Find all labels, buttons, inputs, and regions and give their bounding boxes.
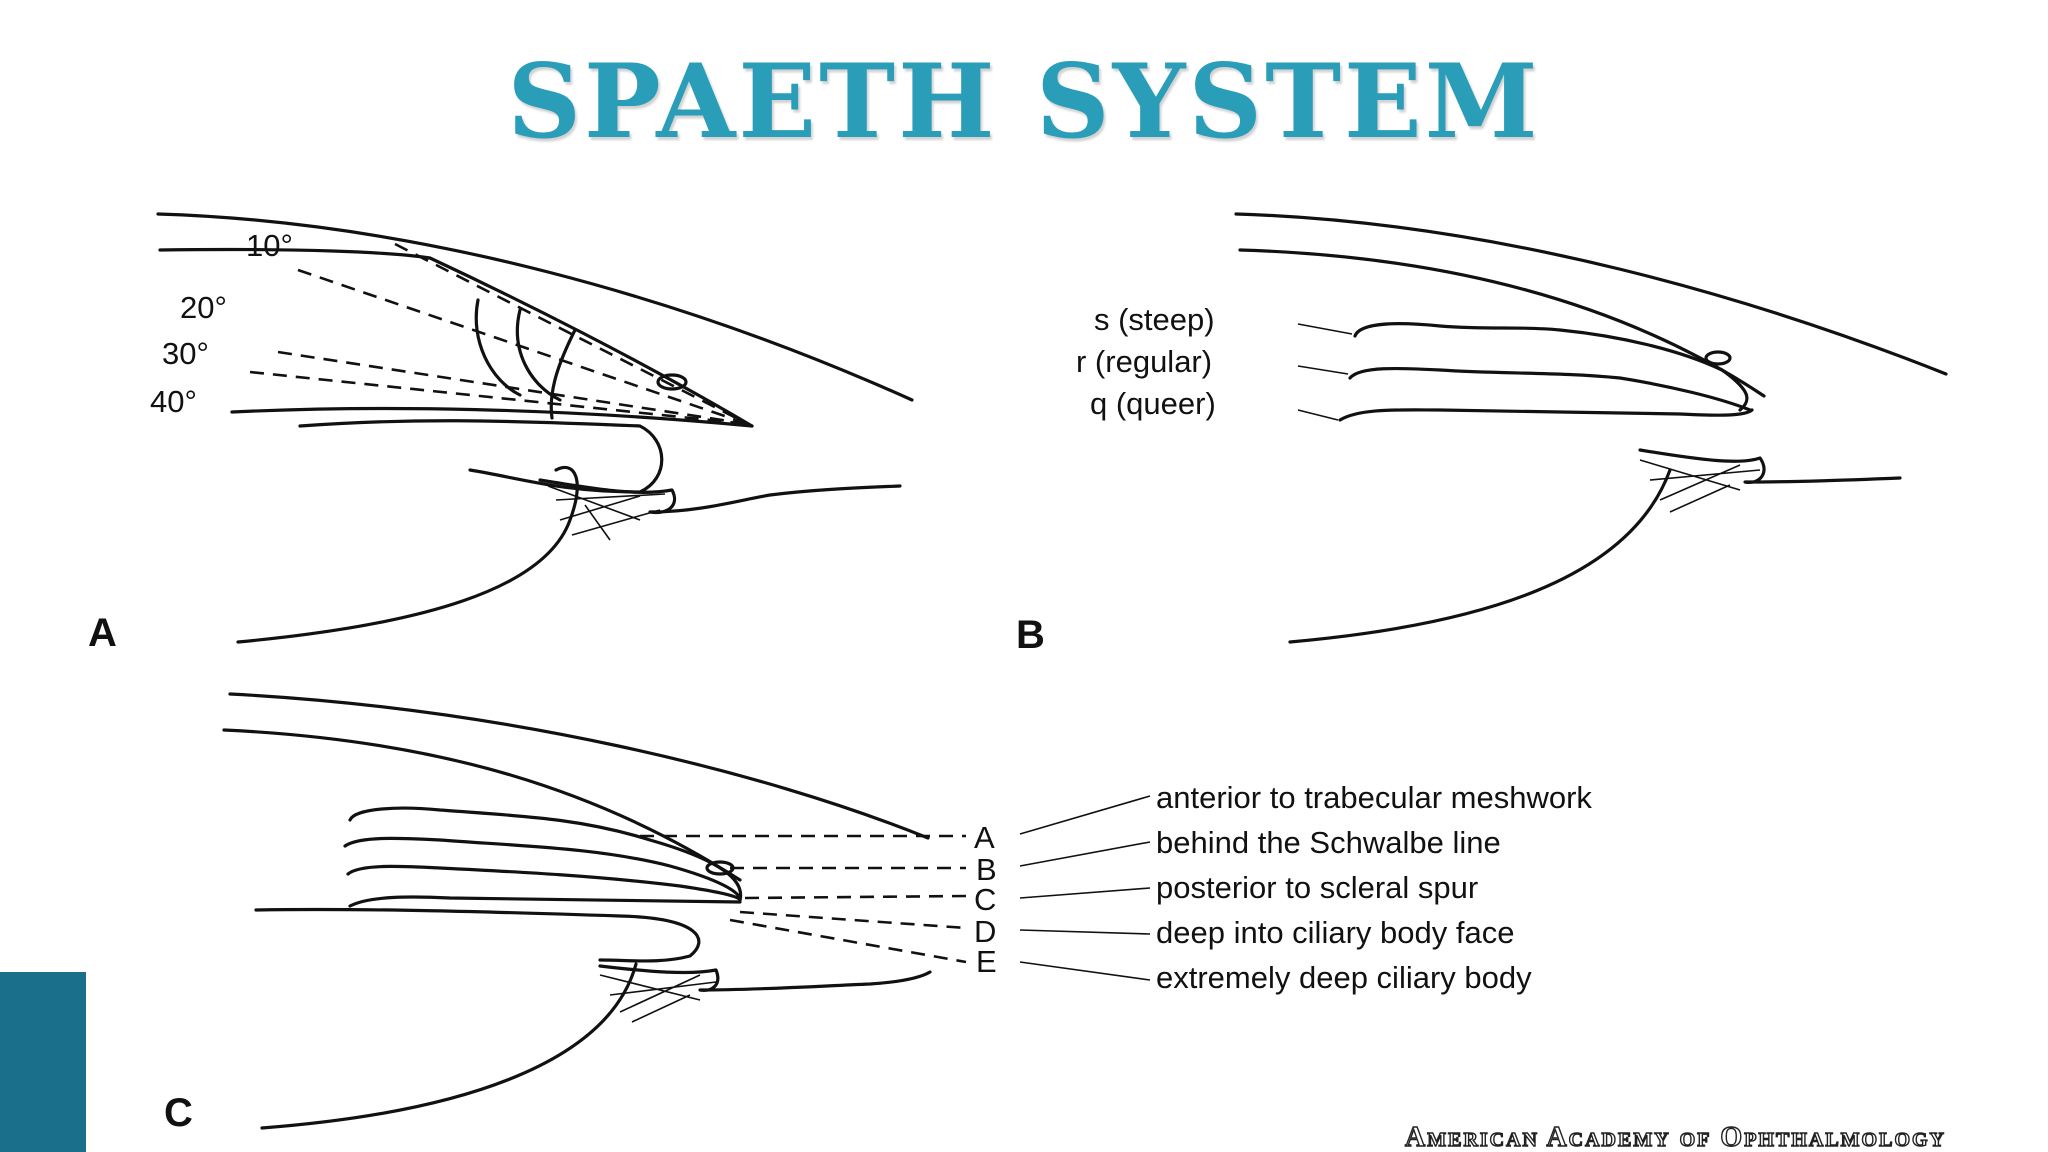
panel-c-cornea-inner (222, 728, 742, 882)
panel-c-iris-3 (346, 864, 742, 902)
panel-b-iris-steep (1353, 322, 1749, 412)
panel-c-level-d (739, 910, 967, 930)
panel-a-schwalbe-mark (656, 373, 688, 391)
panel-a-cornea-outer (156, 212, 914, 402)
panel-b-label-steep: s (steep) (1094, 302, 1215, 337)
panel-c-desc-b: behind the Schwalbe line (1156, 825, 1501, 860)
panel-c: A B C D E anterior to trabecular meshwor… (164, 692, 1592, 1135)
panel-a-arc-inner (474, 298, 522, 397)
panel-a-angle-40 (249, 370, 749, 426)
panel-c-level-letter-e: E (976, 944, 997, 979)
panel-a-angle-30 (277, 350, 749, 426)
panel-a-meshwork (547, 485, 666, 541)
panel-c-level-letter-c: C (974, 882, 996, 917)
panel-a-angle-label-20: 20° (180, 290, 227, 325)
panel-c-iris-base (254, 907, 701, 963)
panel-b-cornea-inner (1238, 248, 1766, 398)
panel-b-iris-regular (1348, 366, 1752, 412)
panel-c-leader-c (1019, 887, 1151, 899)
panel-a-angle-label-40: 40° (150, 384, 197, 419)
panel-b-schwalbe-mark (1704, 350, 1732, 366)
credit-logo: American Academy of Ophthalmology (1404, 1121, 1946, 1152)
panel-c-level-letter-a: A (974, 820, 995, 855)
panel-c-leader-b (1019, 841, 1151, 867)
panel-a: 10° 20° 30° 40° A (88, 212, 914, 655)
panel-b-cornea-outer (1234, 212, 1948, 376)
panel-c-level-e (729, 918, 967, 964)
panel-b-letter: B (1016, 613, 1045, 657)
panel-c-leader-e (1019, 961, 1151, 981)
panel-b-label-regular: r (regular) (1076, 344, 1212, 379)
panel-c-cornea-outer (228, 692, 930, 840)
panel-c-leader-a (1019, 795, 1151, 835)
panel-b: s (steep) r (regular) q (queer) B (1016, 212, 1948, 657)
panel-a-iris (230, 406, 754, 494)
panel-c-desc-a: anterior to trabecular meshwork (1156, 780, 1592, 815)
panel-c-level-c (744, 894, 967, 900)
panel-c-ciliary-body (598, 964, 932, 992)
panel-c-level-letter-b: B (976, 852, 997, 887)
panel-c-meshwork (599, 974, 717, 1023)
panel-c-level-letter-d: D (974, 914, 996, 949)
accent-bar (0, 972, 86, 1152)
panel-c-lens (260, 962, 638, 1130)
panel-c-iris-1 (348, 806, 743, 902)
panel-a-ciliary-body (538, 478, 902, 515)
panel-a-arc-outer (549, 328, 577, 420)
panel-b-meshwork (1639, 459, 1761, 513)
panel-b-lens (1288, 468, 1672, 644)
panel-a-angle-20 (297, 268, 749, 426)
panel-a-cornea-inner (158, 247, 754, 428)
panel-a-lens (236, 465, 579, 644)
panel-b-iris-queer (1338, 408, 1754, 422)
panel-a-angle-10 (394, 242, 749, 426)
panel-a-letter: A (88, 611, 117, 655)
panel-c-leader-d (1019, 929, 1151, 935)
panel-a-angle-label-30: 30° (162, 336, 209, 371)
panel-b-leader-queer (1297, 409, 1339, 421)
panel-b-leader-regular (1297, 365, 1349, 375)
panel-c-desc-c: posterior to scleral spur (1156, 870, 1478, 905)
panel-b-leader-steep (1297, 323, 1353, 335)
panel-b-label-queer: q (queer) (1090, 386, 1216, 421)
panel-c-iris-2 (343, 836, 742, 902)
panel-a-angle-label-10: 10° (246, 228, 293, 263)
panel-c-letter: C (164, 1091, 193, 1135)
panel-c-desc-d: deep into ciliary body face (1156, 915, 1514, 950)
panel-c-iris-4 (348, 895, 742, 908)
slide-title: SPAETH SYSTEM (507, 42, 1541, 162)
panel-c-desc-e: extremely deep ciliary body (1156, 960, 1532, 995)
panel-b-ciliary-body (1638, 448, 1902, 484)
